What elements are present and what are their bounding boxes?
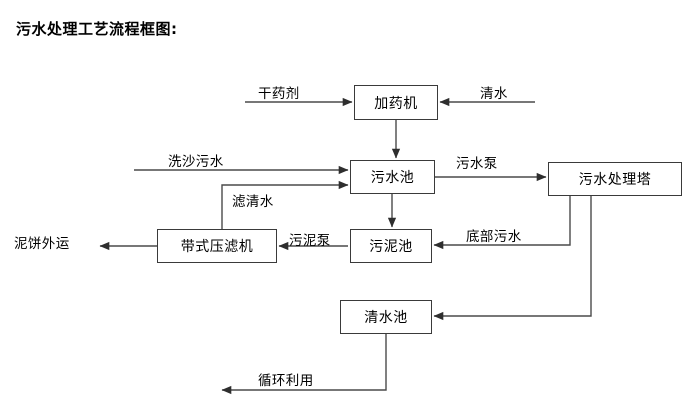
edge-label-sand-wash-sewage: 洗沙污水	[168, 154, 224, 170]
edge-recycle-use	[221, 334, 387, 395]
node-label: 加药机	[374, 95, 418, 112]
node-label: 污水池	[370, 170, 415, 186]
page-title: 污水处理工艺流程框图:	[16, 20, 178, 38]
terminal-label-mud-cake-out: 泥饼外运	[14, 236, 70, 252]
node-treatment-tower[interactable]: 污水处理塔	[548, 162, 682, 196]
node-label: 污水处理塔	[578, 172, 652, 188]
node-sludge-pool[interactable]: 污泥池	[350, 229, 432, 263]
edge-label-dry-chemical: 干药剂	[258, 86, 300, 102]
node-clear-water-pool[interactable]: 清水池	[340, 300, 432, 334]
edge-filtered-clear-water	[221, 180, 349, 229]
node-sewage-pool[interactable]: 污水池	[350, 160, 435, 194]
edge-label-bottom-sewage: 底部污水	[466, 229, 522, 245]
node-dosing-machine[interactable]: 加药机	[354, 85, 438, 120]
node-label: 带式压滤机	[180, 239, 254, 255]
edge-label-sludge-pump: 污泥泵	[289, 233, 331, 249]
node-label: 清水池	[364, 310, 408, 326]
edge-bottom-sewage	[433, 196, 571, 250]
node-belt-filter-press[interactable]: 带式压滤机	[157, 229, 277, 263]
edge-label-clean-water: 清水	[480, 86, 508, 102]
edge-tower-to-clear-water-pool	[433, 196, 592, 321]
edge-label-recycle-use: 循环利用	[258, 373, 314, 389]
edge-label-sewage-pump: 污水泵	[456, 156, 498, 172]
edge-label-filtered-clear-water: 滤清水	[232, 194, 274, 210]
node-label: 污泥池	[369, 239, 413, 255]
